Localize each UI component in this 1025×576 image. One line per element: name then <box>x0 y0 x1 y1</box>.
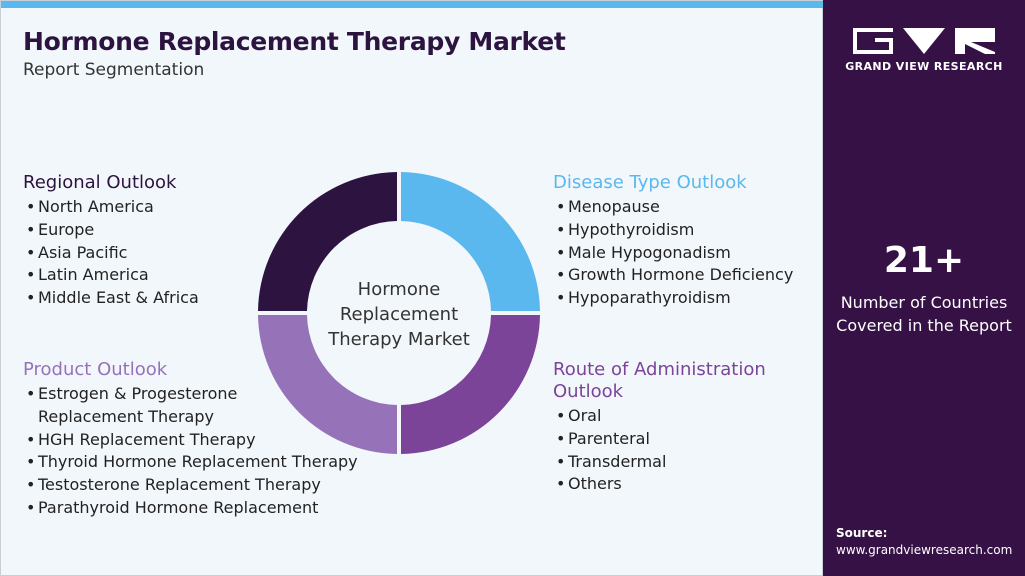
item-text-line: HGH Replacement Therapy <box>38 429 256 449</box>
disease-outlook-item: Male Hypogonadism <box>553 242 793 265</box>
logo-wordmark: GRAND VIEW RESEARCH <box>845 60 1003 73</box>
disease-outlook-item: Hypoparathyroidism <box>553 287 793 310</box>
route-of-administration-outlook-list: OralParenteralTransdermalOthers <box>553 405 813 496</box>
page-subtitle: Report Segmentation <box>23 60 205 80</box>
route-of-administration-outlook-section: Route of Administration Outlook OralPare… <box>553 359 813 496</box>
route-outlook-item: Transdermal <box>553 451 813 474</box>
stat-value: 21+ <box>883 240 965 281</box>
route-of-administration-outlook-title: Route of Administration Outlook <box>553 359 766 402</box>
brand-sidebar <box>823 0 1025 576</box>
disease-outlook-item: Growth Hormone Deficiency <box>553 264 793 287</box>
top-accent-bar <box>1 1 824 8</box>
gvr-logo-icon <box>853 28 995 54</box>
stat-label-line: Number of Countries <box>840 293 1008 312</box>
item-text-line: Parathyroid Hormone Replacement <box>38 497 319 517</box>
regional-outlook-item: Asia Pacific <box>23 242 199 265</box>
center-label-line: Therapy Market <box>328 329 470 350</box>
source-label: Source: <box>836 526 888 540</box>
disease-outlook-item: Hypothyroidism <box>553 219 793 242</box>
stat-label-line: Covered in the Report <box>836 316 1012 335</box>
center-label-line: Hormone <box>357 279 441 300</box>
center-label-line: Replacement <box>339 304 459 325</box>
donut-segment-product <box>258 315 397 454</box>
regional-outlook-item: Europe <box>23 219 199 242</box>
item-text-line: Testosterone Replacement Therapy <box>38 475 321 495</box>
regional-outlook-item: Latin America <box>23 264 199 287</box>
source-url: www.grandviewresearch.com <box>836 543 1013 557</box>
donut-segment-disease <box>401 172 540 311</box>
donut-segment-route <box>401 315 540 454</box>
regional-outlook-section: Regional Outlook North AmericaEuropeAsia… <box>23 172 199 310</box>
disease-type-outlook-title: Disease Type Outlook <box>553 172 747 193</box>
donut-center-label: Hormone Replacement Therapy Market <box>308 277 490 352</box>
stat-label: Number of Countries Covered in the Repor… <box>823 291 1025 337</box>
route-outlook-item: Parenteral <box>553 428 813 451</box>
item-text-line: Replacement Therapy <box>38 406 214 426</box>
route-outlook-item: Others <box>553 473 813 496</box>
disease-type-outlook-list: MenopauseHypothyroidismMale Hypogonadism… <box>553 196 793 310</box>
regional-outlook-title: Regional Outlook <box>23 172 177 193</box>
product-outlook-title: Product Outlook <box>23 359 168 380</box>
product-outlook-item: Parathyroid Hormone Replacement <box>23 497 383 520</box>
disease-type-outlook-section: Disease Type Outlook MenopauseHypothyroi… <box>553 172 793 310</box>
regional-outlook-item: North America <box>23 196 199 219</box>
route-outlook-item: Oral <box>553 405 813 428</box>
donut-segment-regional <box>258 172 397 311</box>
regional-outlook-list: North AmericaEuropeAsia PacificLatin Ame… <box>23 196 199 310</box>
segmentation-donut <box>258 172 540 454</box>
product-outlook-item: Testosterone Replacement Therapy <box>23 474 383 497</box>
product-outlook-item: Thyroid Hormone Replacement Therapy <box>23 451 383 474</box>
main-panel: Hormone Replacement Therapy Market Repor… <box>0 0 823 576</box>
regional-outlook-item: Middle East & Africa <box>23 287 199 310</box>
product-outlook-section: Product Outlook Estrogen & ProgesteroneR… <box>23 359 383 520</box>
product-outlook-item: HGH Replacement Therapy <box>23 429 383 452</box>
item-text-line: Thyroid Hormone Replacement Therapy <box>38 452 358 472</box>
item-text-line: Estrogen & Progesterone <box>38 384 238 403</box>
disease-outlook-item: Menopause <box>553 196 793 219</box>
page-title: Hormone Replacement Therapy Market <box>23 27 566 56</box>
